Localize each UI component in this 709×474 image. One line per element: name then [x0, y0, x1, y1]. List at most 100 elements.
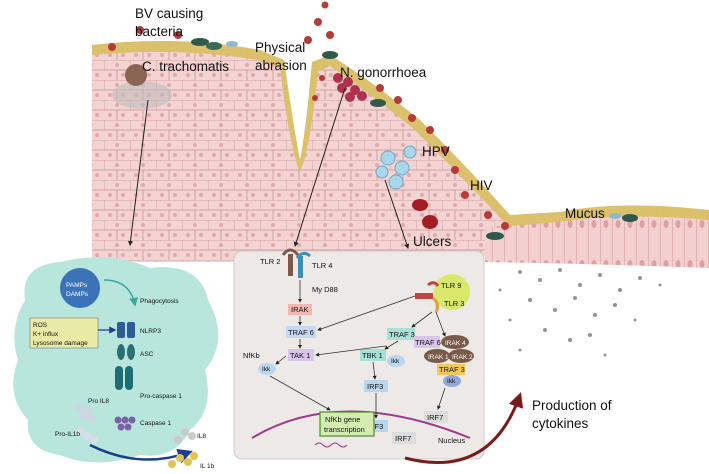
pamps-circle [60, 268, 100, 308]
mucus-layer [92, 41, 709, 226]
tlr2-label: TLR 2 [260, 257, 280, 266]
ulcers-label: Ulcers [413, 234, 452, 249]
hpv-particles [375, 145, 417, 190]
traf6-a-box [286, 326, 316, 338]
nfkb-gene-label-2: transcription [324, 425, 365, 434]
traf3-a-label: TRAF 3 [389, 330, 415, 339]
irak4-label: IRAK 4 [445, 340, 466, 347]
irf7-b-label: IRF7 [395, 434, 411, 443]
arrow-trachomatis [128, 99, 149, 246]
il1b-label: IL 1b [200, 463, 215, 470]
gonorrhoea-cluster [333, 73, 367, 102]
traf3-a-box [387, 328, 415, 340]
tlr4-receptor [295, 251, 311, 278]
irf7-a-box [424, 411, 448, 423]
il1b-cluster [168, 452, 198, 468]
c-trachomatis-label: C. trachomatis [142, 59, 229, 74]
nfkb-gene-label: NfKb gene [325, 415, 360, 424]
ikk-c-ellipse [443, 375, 461, 387]
tlr9-label: TLR 9 [441, 281, 461, 290]
bv-bacteria-label: BV causing [135, 6, 203, 21]
nlrp3-label: NLRP3 [140, 328, 161, 335]
tlr-panel [233, 250, 485, 460]
tlr3-label: TLR 3 [444, 299, 464, 308]
ulcers [412, 199, 438, 229]
mucus-label: Mucus [565, 206, 605, 221]
traf6-b-box [414, 336, 440, 348]
hiv-label: HIV [470, 178, 493, 193]
damps-label: DAMPs [66, 291, 89, 298]
caspase-label: Caspase 1 [140, 420, 171, 427]
asc-label: ASC [140, 351, 154, 358]
tlr3-receptor [431, 296, 439, 313]
ikk-b-label: Ikk [391, 358, 400, 365]
irak4-ellipse [441, 335, 469, 349]
pro-caspase-label: Pro-caspase 1 [140, 393, 182, 400]
pro-il8-label: Pro IL8 [88, 398, 109, 405]
irak-label: IRAK [291, 305, 309, 314]
dna-strand [314, 442, 348, 448]
irak1-label: IRAK 1 [428, 354, 449, 361]
cytokine-dots [498, 268, 662, 357]
irf3-a-label: IRF3 [367, 382, 383, 391]
irf7-b-box [392, 432, 416, 444]
irak1-ellipse [424, 349, 450, 363]
irak-box [288, 304, 312, 315]
tlr2-receptor [281, 248, 300, 276]
squamous-epithelium [92, 41, 709, 262]
caspase-cluster [114, 416, 136, 431]
cytokine-production-arrow [404, 392, 524, 464]
traf6-b-label: TRAF 6 [415, 338, 441, 347]
tlr9-receptor [415, 281, 440, 299]
physical-abrasion-label-2: abrasion [255, 58, 307, 73]
tbk1-box [360, 349, 386, 361]
irf3-a-box [364, 380, 388, 392]
nfkb-gene-box [319, 411, 375, 437]
inflammasome-cell [13, 257, 219, 463]
physical-abrasion-label: Physical [255, 40, 305, 55]
traf3-b-box [437, 364, 465, 375]
lysosome-label: Lysosome damage [33, 340, 88, 347]
myd88-label: My D88 [312, 285, 338, 294]
arrow-gonorrhoea [293, 87, 346, 247]
tlr9-circle [434, 274, 470, 310]
ros-box [29, 317, 99, 349]
ikk-c-label: Ikk [447, 378, 456, 385]
pamps-label: PAMPs [66, 282, 88, 289]
phagocytosis-arrow [103, 279, 138, 307]
irak2-ellipse [448, 349, 474, 363]
ros-label: ROS [33, 322, 48, 329]
pro-il1b-label: Pro-IL1b [55, 431, 80, 438]
k-influx-label: K+ influx [33, 331, 59, 338]
n-gonorrhoea-label: N. gonorrhoea [340, 65, 427, 80]
ikk-a-ellipse [258, 363, 276, 375]
production-label-2: cytokines [532, 416, 589, 431]
epithelium-tissue [92, 1, 709, 357]
ikk-a-label: Ikk [262, 366, 271, 373]
pro-il1b-cluster [76, 428, 98, 444]
ikk-b-ellipse [387, 355, 405, 367]
tbk1-label: TBK 1 [362, 351, 383, 360]
bv-bacteria-label-2: bacteria [135, 24, 184, 39]
nucleus-label: Nucleus [438, 436, 465, 445]
tlr4-label: TLR 4 [312, 261, 332, 270]
production-label: Production of [532, 398, 612, 413]
nfkb-label: NfKb [243, 351, 260, 360]
columnar-epithelium [485, 217, 709, 268]
traf3-b-label: TRAF 3 [439, 365, 465, 374]
hiv-particles [108, 1, 509, 230]
tak1-box [288, 349, 314, 361]
il8-cluster [174, 428, 196, 444]
signaling-arrows [269, 280, 446, 419]
hpv-label: HPV [422, 144, 450, 159]
bv-bacteria-cluster [191, 38, 638, 240]
pro-caspase-complex [115, 366, 133, 390]
irf3-b-label: IRF3 [367, 422, 383, 431]
tak1-label: TAK 1 [290, 351, 310, 360]
phagocytosis-label: Phagocytosis [140, 298, 179, 305]
nlrp3-complex [117, 322, 135, 338]
il8-label: IL8 [197, 433, 206, 440]
traf6-a-label: TRAF 6 [288, 328, 314, 337]
c-trachomatis-body [112, 64, 172, 109]
